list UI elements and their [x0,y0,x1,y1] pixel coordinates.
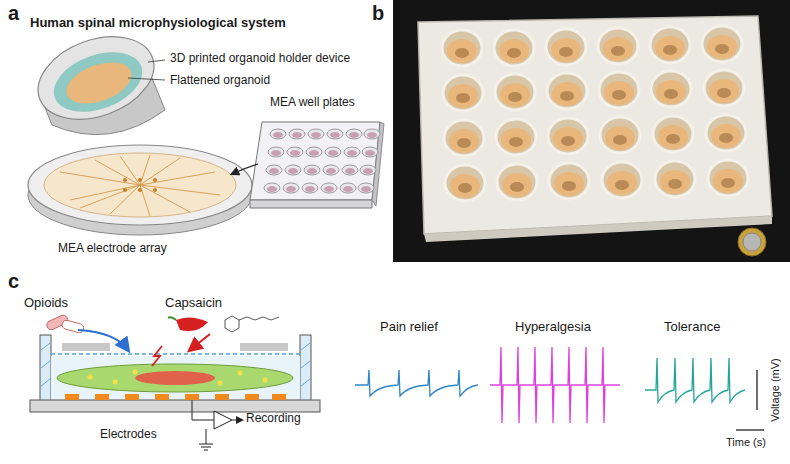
part-label: MEA well plates [270,96,355,110]
part-label: Flattened organoid [170,74,270,88]
trace-tolerance [645,358,745,402]
drug-label: Capsaicin [165,296,222,311]
trace-title: Pain relief [380,320,438,335]
mea-dish [28,145,252,235]
well-plate-photo [393,0,790,262]
trace-hyperalgesia [490,347,620,423]
organoid-holder [27,22,166,135]
part-label: 3D printed organoid holder device [170,52,350,66]
trace-title: Hyperalgesia [515,320,591,335]
panel-letter: a [8,2,19,25]
scale-bars [736,370,764,430]
axis-label: Voltage (mV) [769,358,782,422]
mea-well-plate [232,122,384,208]
trace-pain-relief [355,370,478,396]
opioid-pills [45,314,128,350]
well-schematic [30,335,320,450]
part-label: MEA electrode array [58,242,167,256]
panel-title: Human spinal microphysiological system [30,16,286,31]
part-label: Electrodes [100,428,157,442]
panel-letter: b [372,2,384,25]
capsaicin-pepper [152,316,279,366]
trace-title: Tolerance [664,320,720,335]
panel-letter: c [8,270,19,293]
drug-label: Opioids [24,296,68,311]
signal-label: Recording [246,412,301,426]
axis-label: Time (s) [726,436,766,449]
